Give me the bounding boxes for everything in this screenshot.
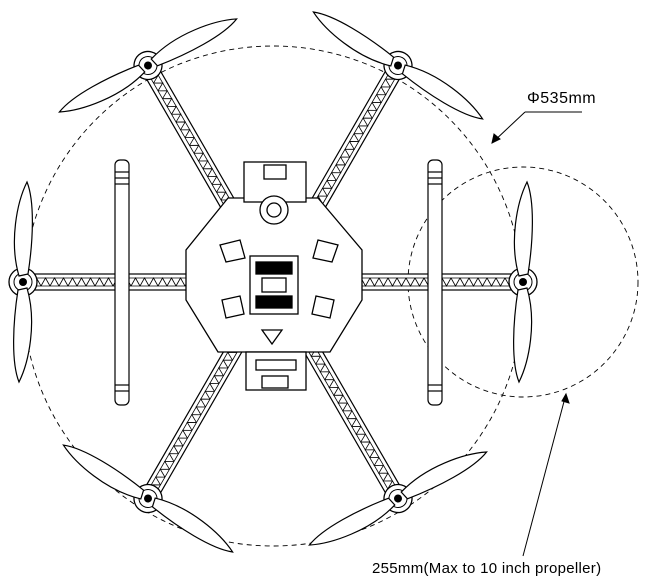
propeller-4 [308,451,488,546]
center-plate [185,161,363,391]
arm-5 [62,337,246,553]
propeller-6 [13,180,33,384]
landing-gear-right [427,159,443,406]
arms-group [8,11,538,553]
propeller-clearance-label: 255mm(Max to 10 inch propeller) [372,560,602,577]
propeller-5 [62,444,234,553]
propeller-3 [513,180,533,384]
frame-diameter-label: Φ535mm [527,90,597,107]
arm-2 [300,11,484,227]
diameter-leader [491,111,582,144]
arm-6 [8,180,204,384]
arm-4 [300,337,488,546]
landing-gear-left [114,159,130,406]
propeller-1 [58,18,238,113]
propeller-2 [312,11,484,120]
propeller-leader [522,392,570,557]
